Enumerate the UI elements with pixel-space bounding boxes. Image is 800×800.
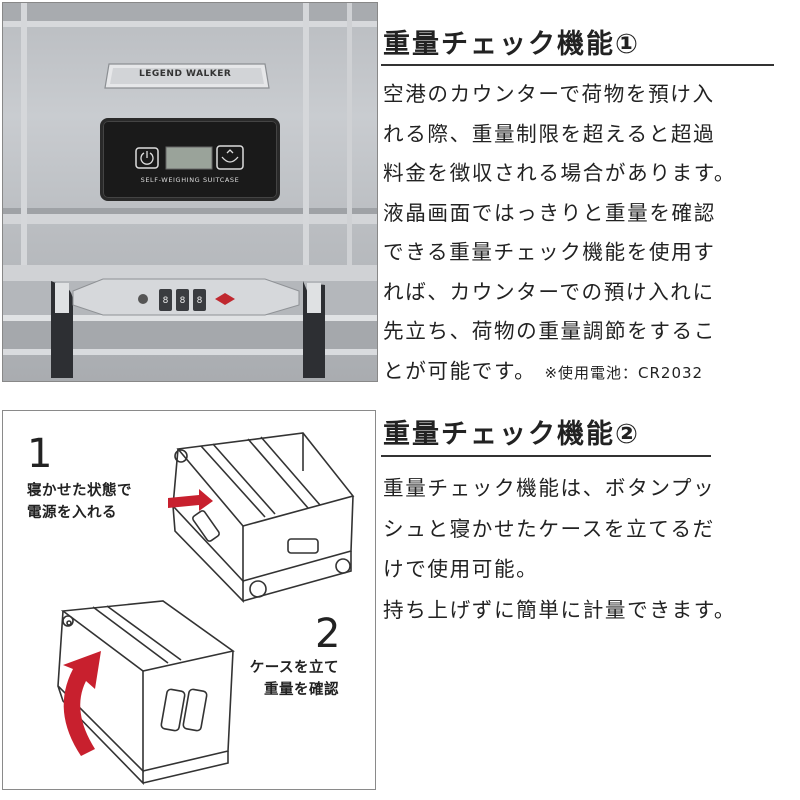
scale-label: SELF-WEIGHING SUITCASE [140, 176, 240, 184]
section1-divider [381, 64, 774, 66]
suitcase-line-drawing [57, 432, 355, 785]
step-1-number: 1 [27, 431, 53, 477]
lcd-display [165, 146, 213, 170]
arrow-right-icon [168, 489, 213, 511]
battery-note: ※使用電池：CR2032 [544, 363, 704, 382]
section2-body: 重量チェック機能は、ボタンプッ シュと寝かせたケースを立てるだ けで使用可能。 … [383, 476, 737, 622]
section1-body-text: 空港のカウンターで荷物を預け入 れる際、重量制限を超えると超過 料金を徴収される… [383, 82, 737, 383]
usage-diagram: 1 寝かせた状態で 電源を入れる 2 ケースを立て 重量を確認 [2, 410, 376, 790]
svg-text:8: 8 [163, 296, 169, 306]
section2-divider [381, 455, 711, 457]
svg-text:8: 8 [180, 296, 186, 306]
brand-plate: LEGEND WALKER [103, 60, 271, 92]
step-1-caption: 寝かせた状態で 電源を入れる [27, 483, 132, 521]
step-2-caption: ケースを立て 重量を確認 [249, 660, 339, 698]
section1-body: 空港のカウンターで荷物を預け入 れる際、重量制限を超えると超過 料金を徴収される… [383, 75, 797, 393]
step-2-number: 2 [315, 611, 341, 657]
suitcase-standing-icon [57, 600, 235, 785]
keyhole-icon [138, 294, 148, 304]
suitcase-photo: 8 8 8 LEGEND WALKER SELF-WEIGHING SUITCA… [2, 2, 378, 382]
weight-scale-panel: SELF-WEIGHING SUITCASE [100, 118, 280, 201]
rotate-arrow-icon [63, 651, 101, 756]
section2-heading: 重量チェック機能② [383, 419, 640, 450]
svg-text:8: 8 [197, 296, 203, 306]
brand-name: LEGEND WALKER [139, 69, 232, 79]
suitcase-lying-icon [172, 432, 355, 603]
power-icon [135, 147, 159, 169]
tsa-lock-icon [215, 293, 235, 305]
scale-icon [216, 145, 244, 170]
section1-heading: 重量チェック機能① [383, 29, 640, 60]
suitcase-body-graphic: 8 8 8 [3, 3, 377, 378]
